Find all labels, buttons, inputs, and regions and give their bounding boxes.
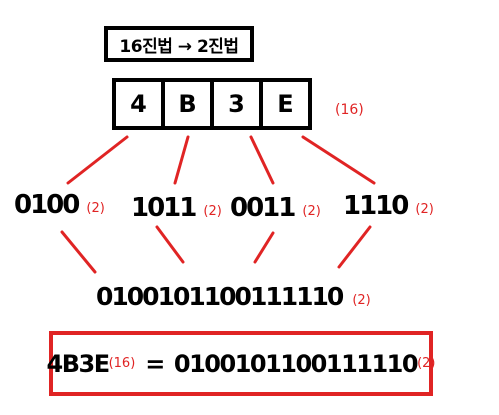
bin-base-label: (2) (415, 202, 434, 217)
hex-digit-row: 4 B 3 E (112, 78, 312, 130)
result-hex: 4B3E (46, 349, 111, 378)
connector-0100-down (60, 230, 97, 274)
connector-1110-down (337, 225, 372, 269)
connector-b-to-1011 (173, 135, 190, 185)
title-box: 16진법 → 2진법 (104, 26, 254, 62)
nibble-value: 1110 (343, 191, 409, 221)
connector-0011-down (253, 231, 275, 264)
equals-sign: = (145, 349, 165, 378)
result-bin: 0100101100111110 (173, 349, 419, 378)
nibble-0100: 0100 (2) (14, 190, 105, 220)
result-box: 4B3E(16) = 0100101100111110(2) (46, 331, 436, 396)
nibble-value: 0100 (14, 190, 80, 220)
nibble-0011: 0011 (2) (230, 193, 321, 223)
hex-digit-cell: 4 (112, 78, 165, 130)
connector-4-to-0100 (66, 135, 129, 185)
bin-base-label: (2) (86, 201, 105, 216)
hex-base-label: (16) (335, 102, 364, 118)
bin-base-label: (2) (302, 204, 321, 219)
nibble-value: 1011 (131, 193, 197, 223)
bin-base-label: (2) (203, 204, 222, 219)
result-bin-base: (2) (417, 356, 436, 371)
title-text: 16진법 → 2진법 (119, 36, 239, 57)
bin-base-label: (2) (352, 293, 371, 308)
nibble-value: 0011 (230, 193, 296, 223)
combined-binary-value: 0100101100111110 (96, 282, 344, 311)
hex-digit-cell: 3 (210, 78, 263, 130)
combined-binary: 0100101100111110 (2) (96, 282, 371, 311)
connector-e-to-1110 (301, 135, 376, 185)
hex-digit-cell: B (161, 78, 214, 130)
hex-digit-cell: E (259, 78, 312, 130)
nibble-1110: 1110 (2) (343, 191, 434, 221)
result-hex-base: (16) (108, 356, 136, 371)
connector-1011-down (155, 225, 185, 264)
nibble-1011: 1011 (2) (131, 193, 222, 223)
connector-3-to-0011 (249, 135, 275, 185)
